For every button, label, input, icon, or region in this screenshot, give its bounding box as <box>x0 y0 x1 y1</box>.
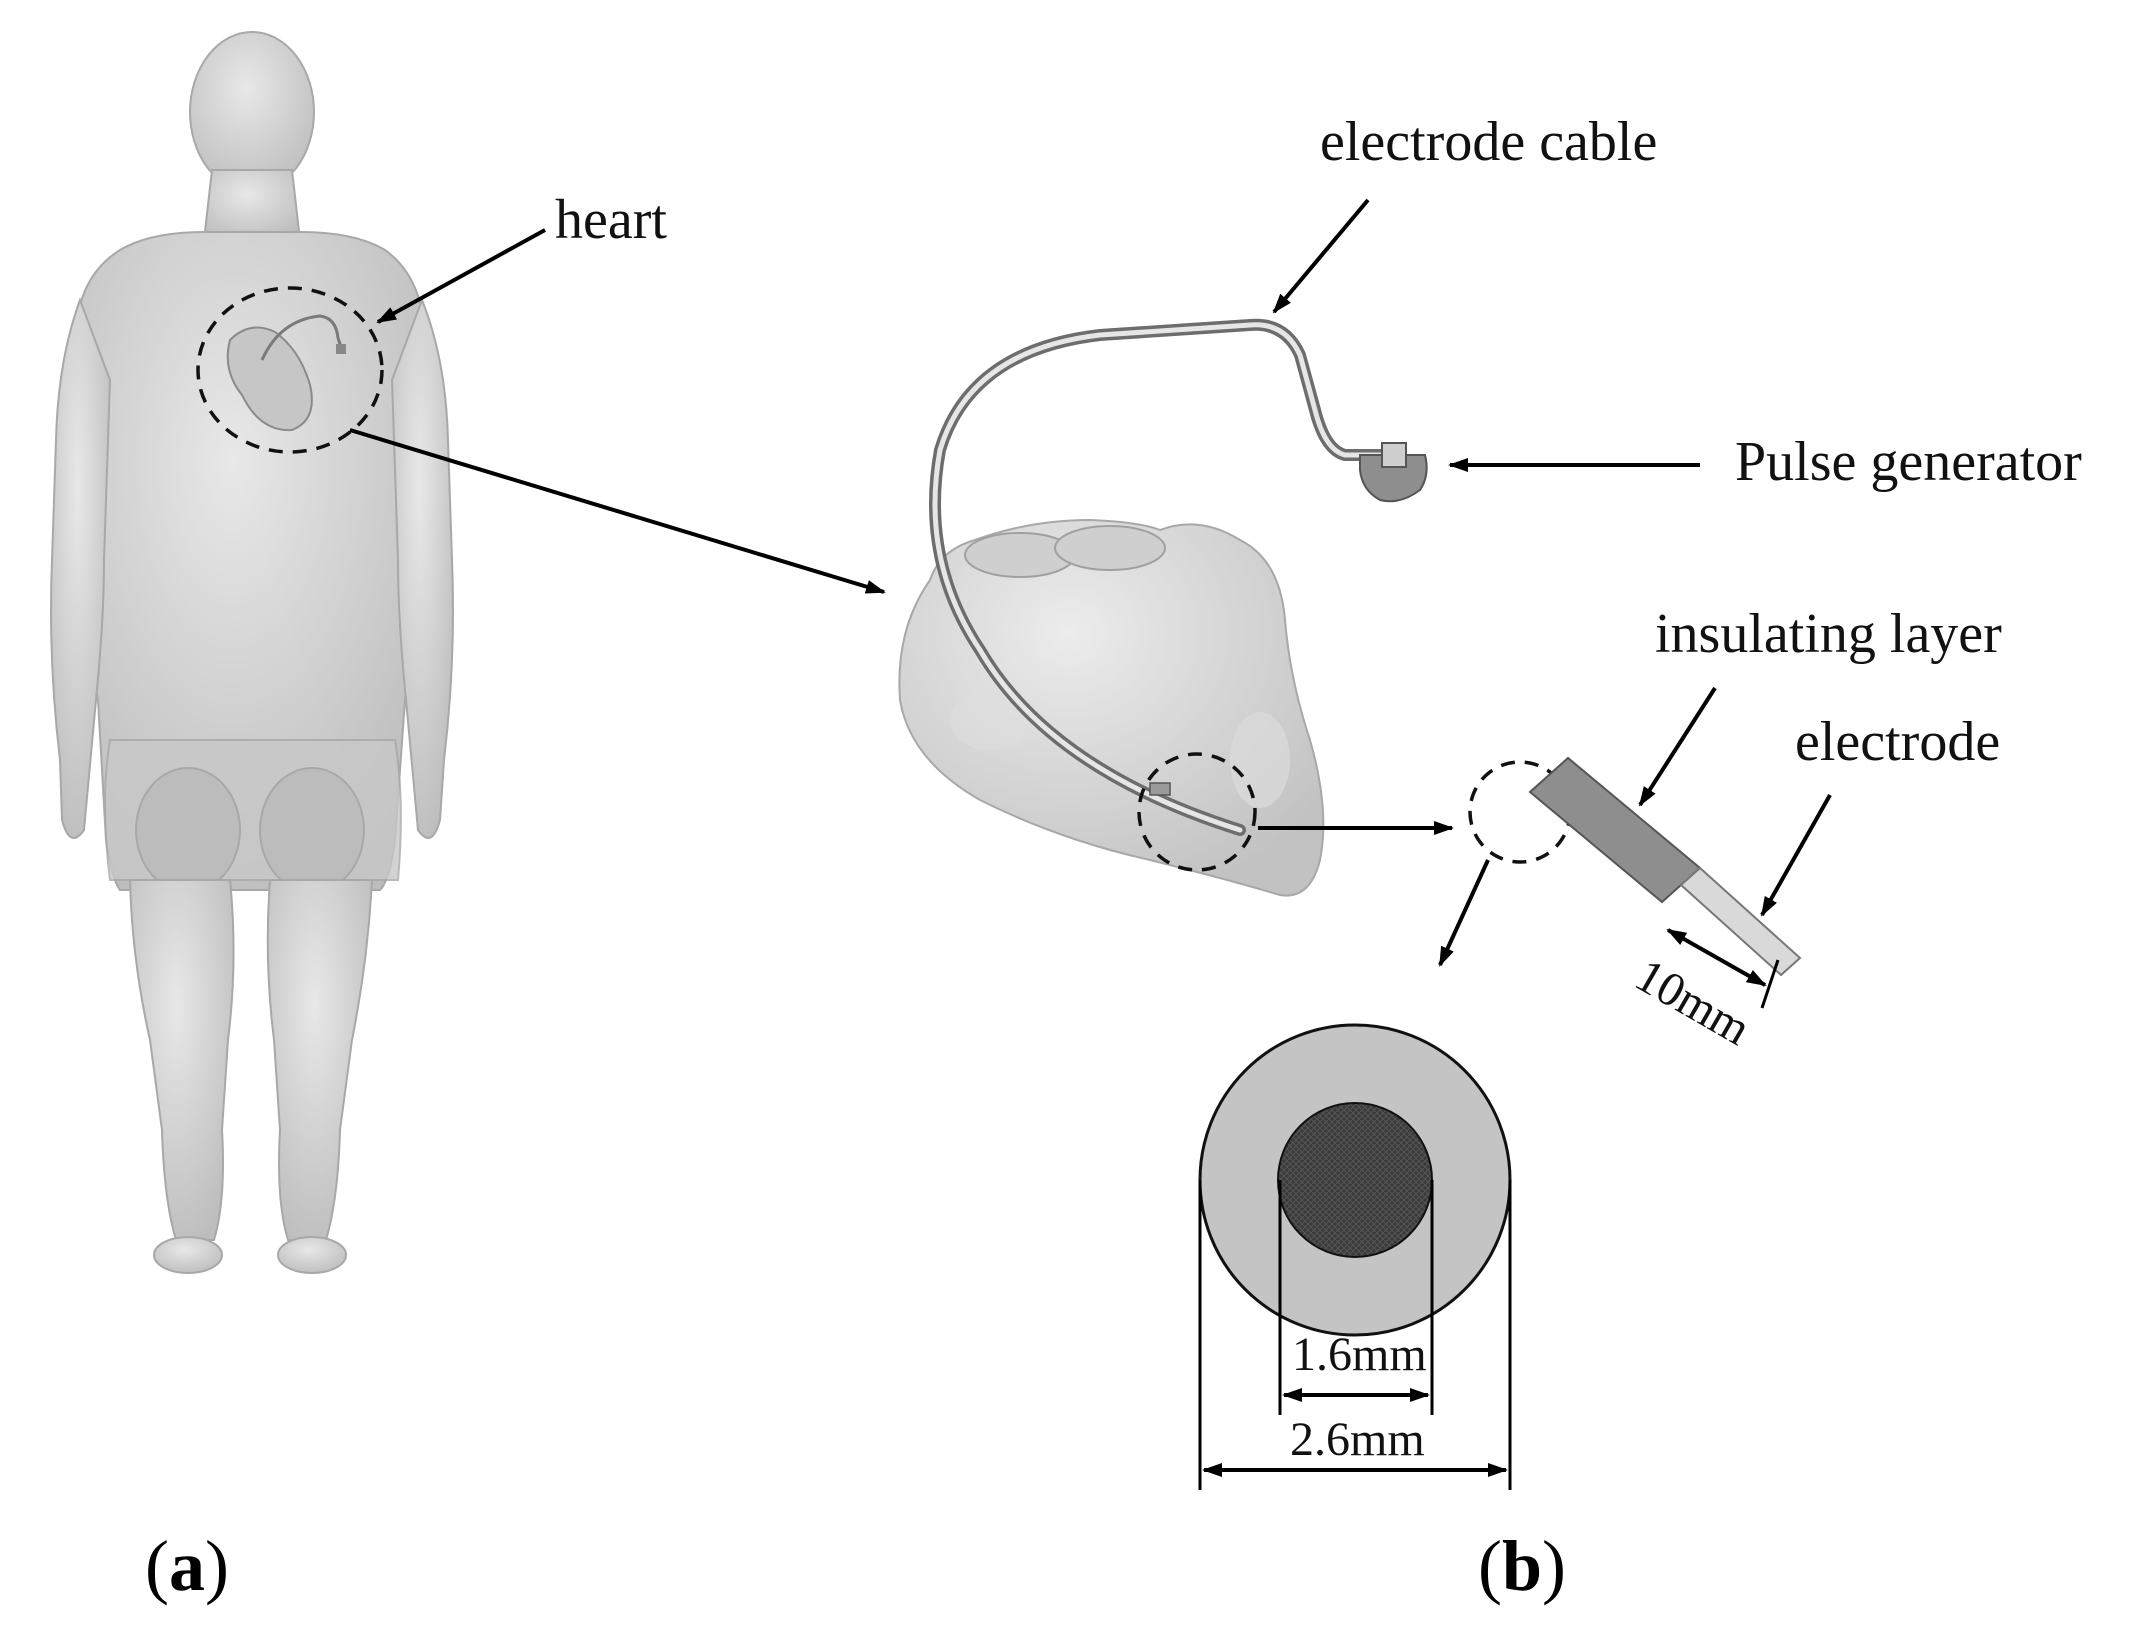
heart-zoom-arrow <box>349 428 886 594</box>
panel-label-a: (a) <box>145 1526 229 1606</box>
heart-model <box>898 518 1325 897</box>
cross-section-core <box>1277 1102 1433 1258</box>
electrode-zoom-model <box>1528 756 1802 977</box>
electrode-cable-arrow <box>1272 198 1370 314</box>
pulse-generator-device <box>1359 442 1428 503</box>
electrode-tip-marker <box>1149 782 1171 796</box>
electrode-arrow <box>1760 794 1832 917</box>
electrode-label: electrode <box>1795 711 2000 773</box>
heart-inset <box>226 314 346 432</box>
outer-diameter-label: 2.6mm <box>1290 1413 1425 1466</box>
electrode-tip-dashed-circle <box>1137 752 1257 872</box>
length-dimension-tick <box>1760 959 1780 1009</box>
length-dimension-arrow <box>1666 928 1767 987</box>
cross-section-arrow <box>1438 859 1490 967</box>
outer-diameter-dimension: 2.6mm <box>1198 1180 1512 1490</box>
electrode-cable-label: electrode cable <box>1320 111 1657 173</box>
length-label: 10mm <box>1627 949 1760 1056</box>
heart-label: heart <box>555 189 667 251</box>
insulating-layer-shape <box>1528 756 1702 904</box>
inner-diameter-label: 1.6mm <box>1292 1328 1427 1381</box>
insulating-layer-arrow <box>1638 686 1717 807</box>
cross-section <box>1198 1023 1512 1337</box>
human-body-model <box>50 31 454 1274</box>
heart-arrow <box>376 228 546 324</box>
panel-label-b: (b) <box>1478 1526 1566 1606</box>
electrode-tip-shape <box>1679 866 1802 977</box>
pulse-generator-label: Pulse generator <box>1735 431 2082 493</box>
electrode-cable <box>929 318 1386 836</box>
insulating-layer-label: insulating layer <box>1655 603 2002 665</box>
inner-diameter-dimension: 1.6mm <box>1278 1180 1434 1415</box>
heart-region-dashed-circle <box>196 286 384 454</box>
